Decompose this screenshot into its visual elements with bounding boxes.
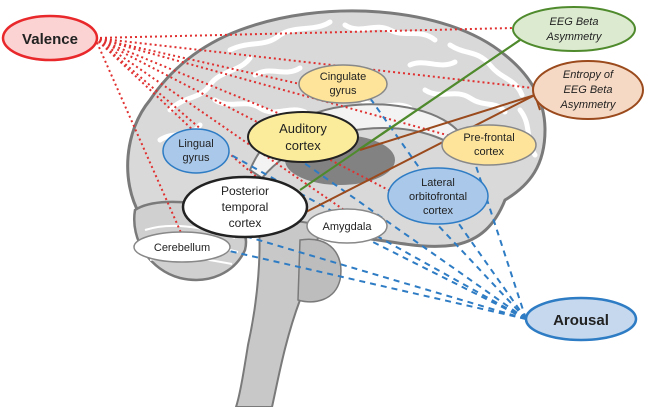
valence-connection-line (94, 37, 466, 141)
node-shape (247, 111, 359, 163)
region-posterior-temporal-cortex: Posterior temporal cortex (181, 175, 309, 239)
arousal-label: Arousal (553, 312, 609, 329)
valence-node: Valence (1, 14, 99, 62)
region-label: Cingulate (320, 71, 366, 83)
arousal-connection-line (223, 150, 527, 320)
valence-connection-line (94, 37, 291, 119)
region-label: cortex (423, 205, 453, 217)
region-lateral-orbitofrontal-cortex: Lateral orbitofrontal cortex (387, 167, 489, 225)
arousal-connection-line (224, 249, 527, 320)
eeg-beta-connections (299, 39, 521, 191)
node-shape (306, 208, 388, 244)
region-label: Amygdala (323, 221, 373, 233)
arousal-connection-line (299, 159, 527, 320)
region-label: Posterior (221, 184, 269, 198)
valence-connection-line (94, 37, 197, 134)
region-label: cortex (474, 146, 504, 158)
entropy-connection-line (299, 94, 536, 216)
region-label: Auditory (279, 121, 327, 136)
region-prefrontal-cortex: Pre-frontal cortex (441, 124, 537, 166)
entropy-connection-line (359, 94, 536, 151)
node-shape (441, 124, 537, 166)
eeg-label: EEG Beta (550, 16, 599, 28)
arousal-connection-line (364, 237, 527, 320)
region-label: gyrus (330, 85, 357, 97)
region-amygdala: Amygdala (306, 208, 388, 244)
node-shape (181, 175, 309, 239)
node-shape (1, 14, 99, 62)
region-label: gyrus (183, 152, 210, 164)
node-shape (298, 64, 388, 104)
region-label: Lateral (421, 177, 455, 189)
region-lingual-gyrus: Lingual gyrus (162, 128, 230, 174)
region-label: cortex (285, 138, 321, 153)
node-shape (532, 60, 644, 120)
valence-connection-line (94, 37, 401, 197)
valence-connection-line (94, 37, 183, 236)
arousal-node: Arousal (524, 296, 638, 342)
region-cingulate-gyrus: Cingulate gyrus (298, 64, 388, 104)
arousal-connections (223, 97, 527, 320)
pons (297, 238, 342, 303)
arousal-connection-line (434, 221, 527, 320)
region-cerebellum: Cerebellum (133, 231, 231, 263)
entropy-eeg-beta-asymmetry-node: Entropy of EEG Beta Asymmetry (532, 60, 644, 120)
region-auditory-cortex: Auditory cortex (247, 111, 359, 163)
valence-connection-line (94, 37, 534, 89)
node-shape (133, 231, 231, 263)
region-label: cortex (229, 216, 262, 230)
entropy-label: EEG Beta (564, 84, 613, 96)
valence-connection-line (94, 37, 301, 85)
entropy-label: Entropy of (563, 69, 614, 81)
region-label: Lingual (178, 138, 213, 150)
region-label: orbitofrontal (409, 191, 467, 203)
node-shape (524, 296, 638, 342)
node-shape (512, 6, 636, 52)
arousal-connection-line (244, 235, 527, 320)
node-shape (387, 167, 489, 225)
region-label: Pre-frontal (463, 132, 514, 144)
region-label: Cerebellum (154, 242, 210, 254)
region-label: temporal (222, 200, 269, 214)
entropy-label: Asymmetry (560, 99, 618, 111)
valence-label: Valence (22, 31, 78, 48)
eeg-label: Asymmetry (546, 31, 604, 43)
valence-connection-line (94, 37, 348, 213)
eeg-beta-asymmetry-node: EEG Beta Asymmetry (512, 6, 636, 52)
node-shape (162, 128, 230, 174)
eeg-beta-connection-line (357, 39, 521, 151)
